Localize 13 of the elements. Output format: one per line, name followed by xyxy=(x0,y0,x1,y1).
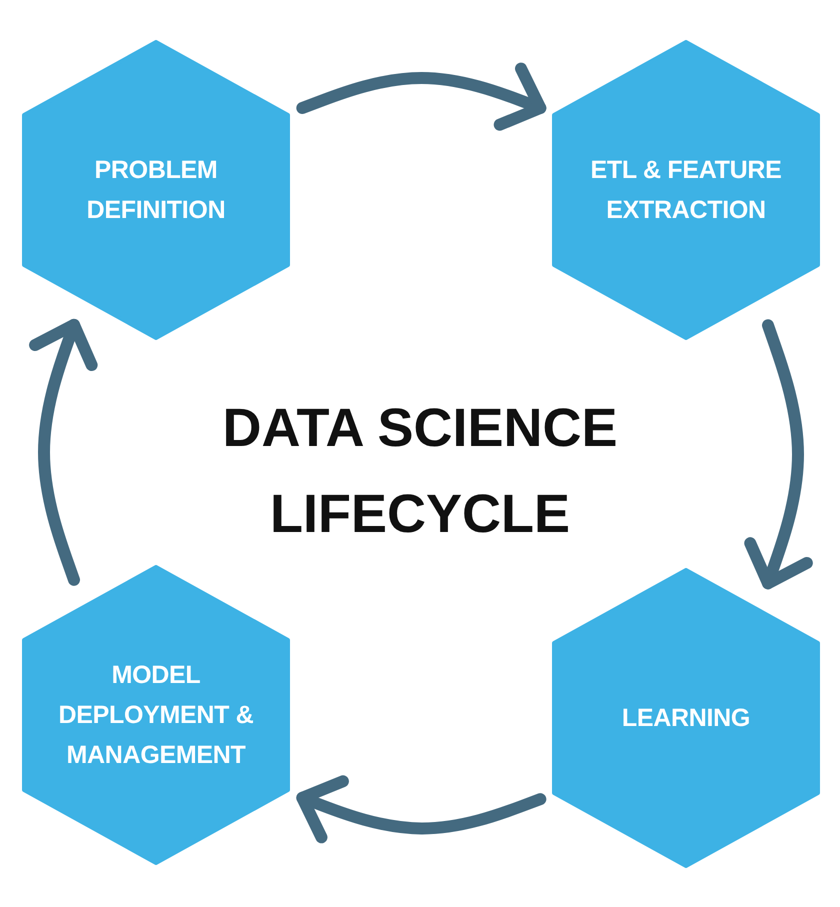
node-label: PROBLEM DEFINITION xyxy=(86,155,226,226)
hexagon xyxy=(22,565,290,865)
diagram-title: DATA SCIENCE LIFECYCLE xyxy=(221,397,618,546)
node-label: MODEL DEPLOYMENT & MANAGEMENT xyxy=(57,660,255,771)
node-label: ETL & FEATURE EXTRACTION xyxy=(589,155,782,226)
curved-arrow xyxy=(744,319,813,590)
hexagon xyxy=(22,40,290,340)
curved-arrow xyxy=(296,62,546,131)
node-label: LEARNING xyxy=(622,703,750,734)
hexagon xyxy=(552,568,820,868)
curved-arrow xyxy=(29,318,98,586)
hexagon xyxy=(552,40,820,340)
curved-arrow xyxy=(296,775,546,844)
